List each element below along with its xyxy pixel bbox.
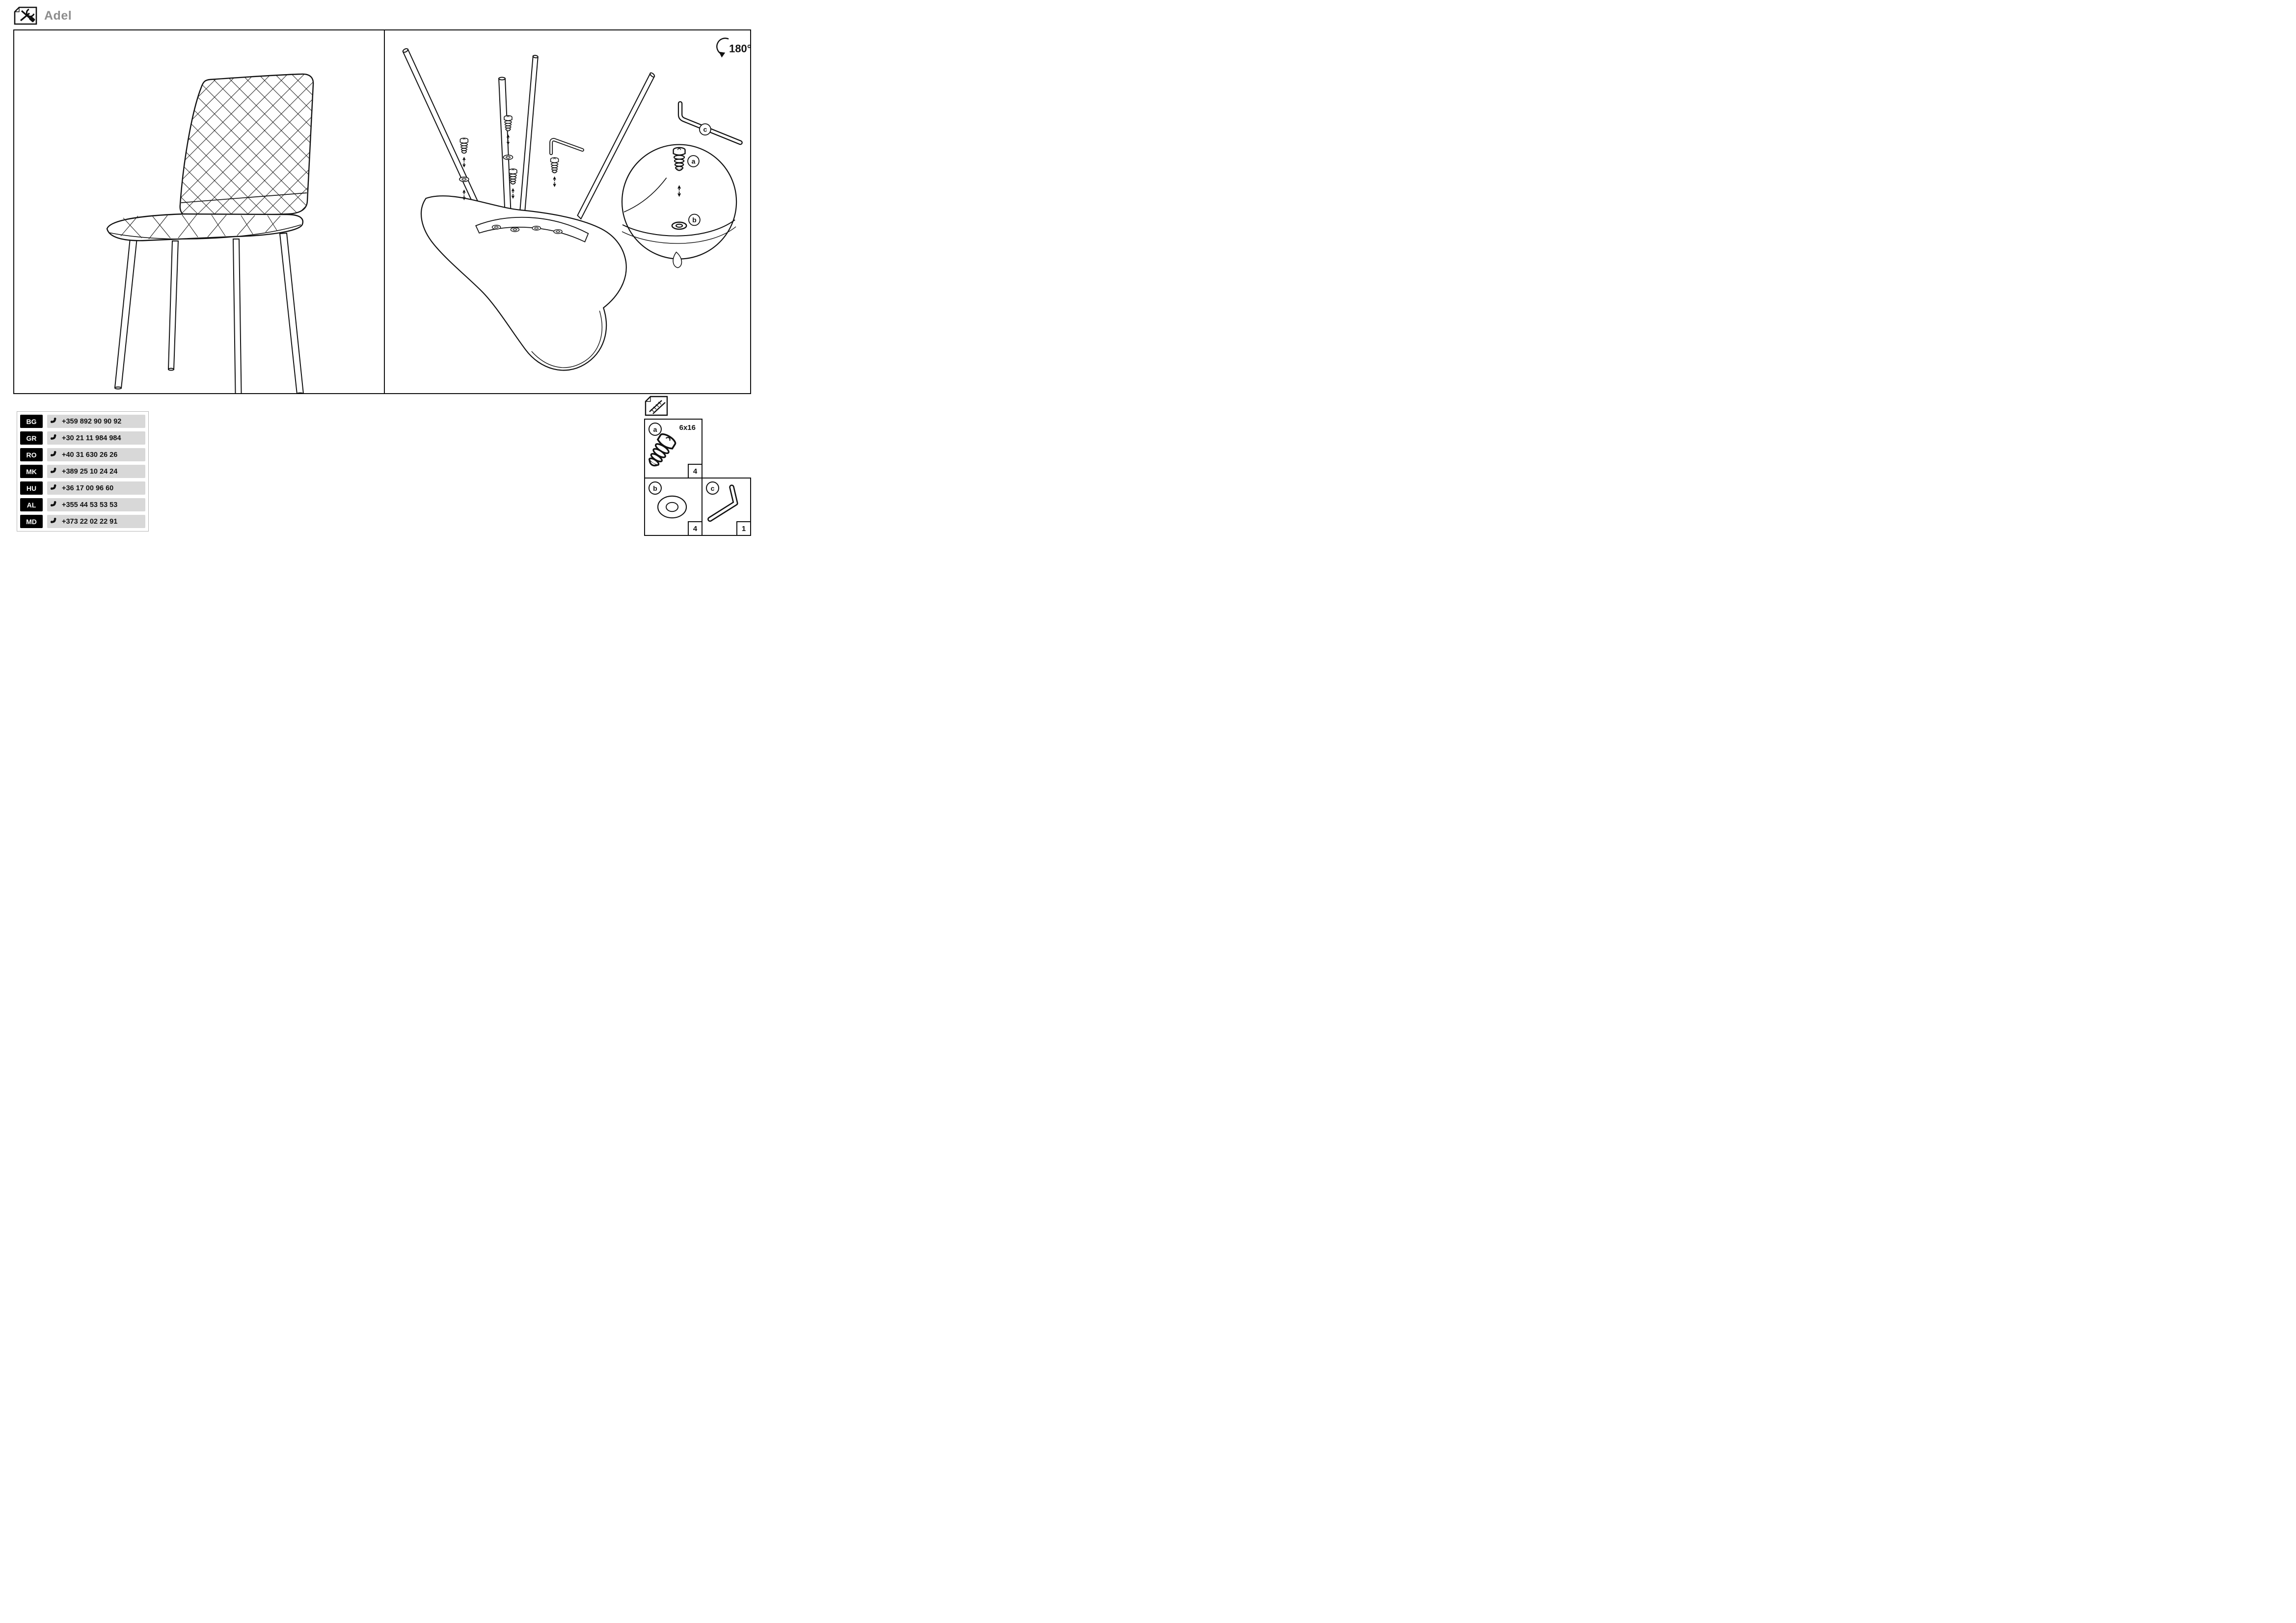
phone-number: +373 22 02 22 91 [62,517,118,526]
part-a-letter: a [648,423,662,436]
phone-handset-icon [51,434,56,440]
exploded-view-drawing: c a b [402,37,750,371]
part-b-letter: b [648,481,662,495]
callout-c: c [703,126,707,133]
phone-handset-icon [51,417,56,423]
phone-handset-icon [51,451,56,456]
callout-b-circle [688,213,701,226]
instruction-sheet: Adel [0,0,765,541]
phone-row: RO +40 31 630 26 26 [20,448,145,461]
rotation-label: 180° [729,42,750,54]
phone-handset-icon [51,467,56,473]
country-badge: RO [20,448,43,461]
allen-key-large: c [677,101,743,145]
country-badge: MD [20,515,43,528]
allen-key-small [549,138,584,155]
phone-row: HU +36 17 00 96 60 [20,481,145,495]
mounting-plate [475,216,589,242]
rotate-arrow-icon [716,37,729,55]
rotation-marker: 180° [716,37,750,58]
washer-drawing [657,495,687,519]
phone-row: MK +389 25 10 24 24 [20,465,145,478]
phone-number: +389 25 10 24 24 [62,467,118,476]
country-badge: AL [20,498,43,511]
diagram-area: c a b [13,29,751,394]
phone-number: +359 892 90 90 92 [62,417,122,426]
part-box-a: a 6x16 4 [644,419,702,479]
phone-number: +355 44 53 53 53 [62,501,118,509]
part-a-size: 6x16 [679,424,696,432]
phone-handset-icon [51,484,56,490]
chair-backrest [179,73,314,218]
assembled-chair-drawing [106,73,314,393]
part-a-qty: 4 [688,464,702,479]
allen-key-drawing [707,484,738,522]
country-badge: HU [20,481,43,495]
part-c-letter: c [706,481,719,495]
phone-handset-icon [51,517,56,523]
magnifier-detail: a b [621,144,737,268]
phone-handset-icon [51,501,56,506]
callout-a-circle [687,155,700,167]
phone-number: +36 17 00 96 60 [62,484,114,492]
country-badge: GR [20,431,43,445]
chair-legs [114,232,304,393]
phone-row: GR +30 21 11 984 984 [20,431,145,445]
country-badge: BG [20,415,43,428]
callout-c-circle [699,123,711,136]
phone-number: +40 31 630 26 26 [62,451,118,459]
part-box-b: b 4 [644,478,702,536]
tools-icon [14,6,37,25]
part-c-qty: 1 [736,521,751,536]
seat-quilting [120,214,281,239]
phone-row: AL +355 44 53 53 53 [20,498,145,511]
country-badge: MK [20,465,43,478]
screws-bag-icon [645,396,668,416]
exploded-view-panel: c a b [385,30,750,393]
assembled-chair-panel [14,30,385,393]
callout-b: b [692,216,697,224]
phone-row: BG +359 892 90 90 92 [20,415,145,428]
seat-underside [420,195,627,371]
page-title: Adel [44,9,72,23]
part-b-qty: 4 [688,521,702,536]
phone-row: MD +373 22 02 22 91 [20,515,145,528]
phone-number: +30 21 11 984 984 [62,434,121,442]
callout-a: a [692,157,696,165]
part-box-c: c 1 [702,478,751,536]
phone-table: BG+359 892 90 90 92 GR+30 21 11 984 984 … [17,411,149,532]
